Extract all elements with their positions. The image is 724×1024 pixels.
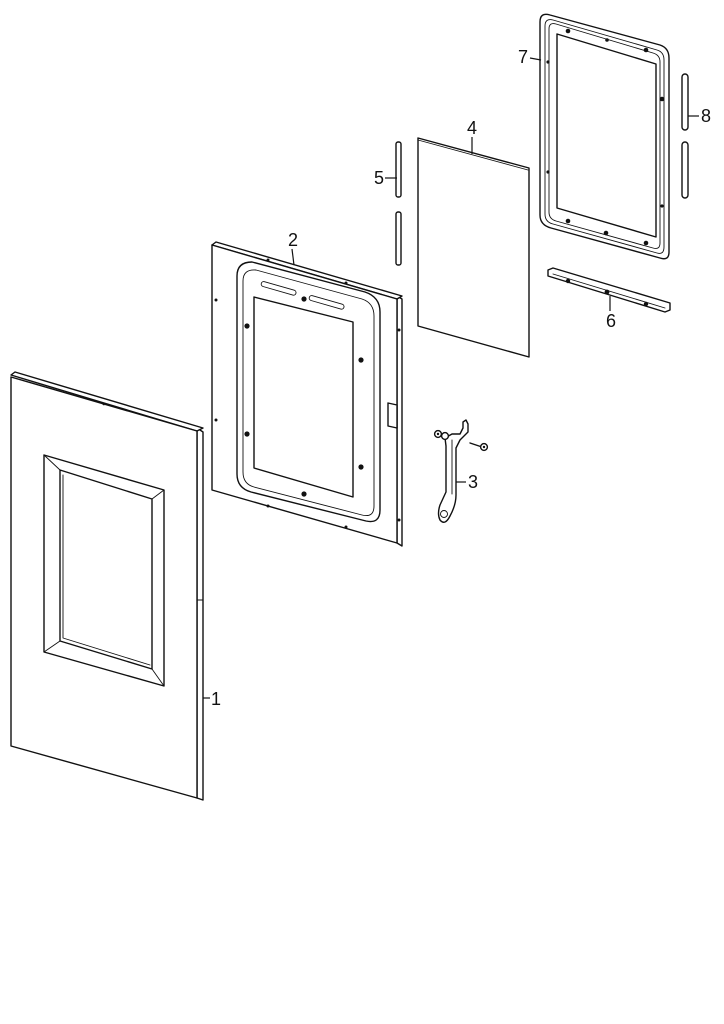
label-part-8: 8 — [701, 106, 711, 126]
part-side-strip-left — [395, 141, 402, 266]
part-bottom-rail — [547, 267, 671, 313]
part-glass-sheet — [417, 137, 530, 358]
part-side-strip-right — [681, 73, 689, 199]
part-choke-frame — [211, 241, 403, 547]
label-part-4: 4 — [467, 118, 477, 138]
label-part-5: 5 — [374, 168, 384, 188]
part-latch-hook — [433, 419, 489, 523]
label-part-2: 2 — [288, 230, 298, 250]
leader-lines — [203, 57, 699, 699]
part-labels: 1 2 3 4 5 6 7 8 — [211, 47, 711, 709]
part-door-panel — [10, 371, 204, 801]
label-part-3: 3 — [468, 472, 478, 492]
label-part-1: 1 — [211, 689, 221, 709]
part-window-frame — [539, 13, 670, 260]
label-part-6: 6 — [606, 311, 616, 331]
label-part-7: 7 — [518, 47, 528, 67]
